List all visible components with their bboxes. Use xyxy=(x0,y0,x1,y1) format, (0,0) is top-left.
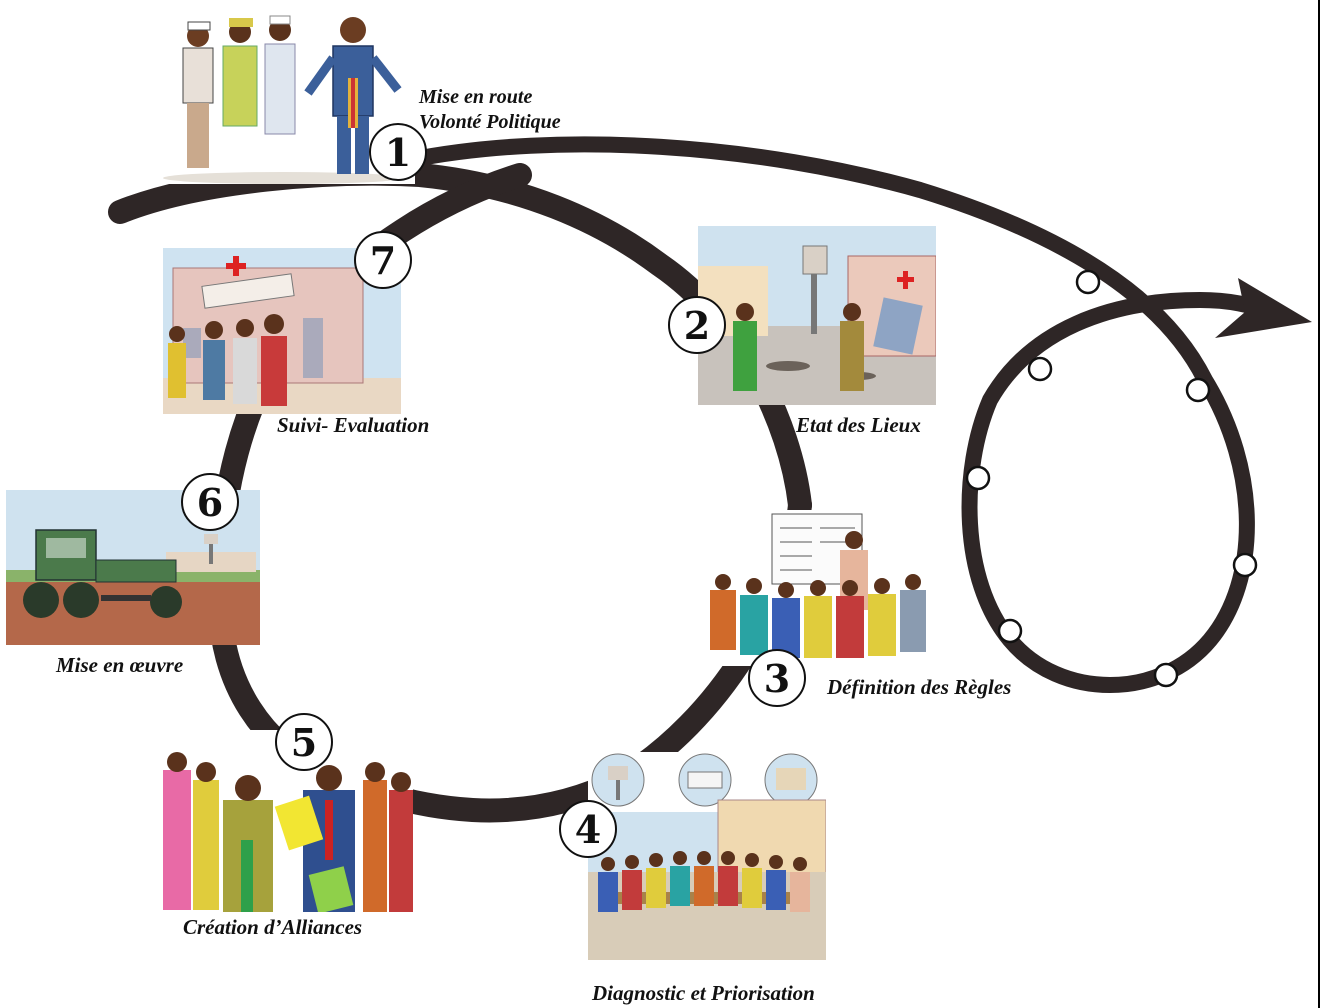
loop-marker xyxy=(1185,377,1211,403)
step-label-5: Création d’Alliances xyxy=(183,915,363,939)
loop-marker xyxy=(997,618,1023,644)
step-number-2: 2 xyxy=(668,296,726,354)
step-label-7: Suivi- Evaluation xyxy=(277,413,430,437)
loop-marker xyxy=(1075,269,1101,295)
step-label-3: Définition des Règles xyxy=(827,675,1012,699)
step-number-7: 7 xyxy=(354,231,412,289)
loop-marker xyxy=(965,465,991,491)
rules-meeting-illustration xyxy=(700,510,936,666)
loop-marker xyxy=(1153,662,1179,688)
page-border xyxy=(1318,0,1320,1008)
step-label-1-line1: Mise en route xyxy=(419,86,533,108)
step-number-1: 1 xyxy=(369,123,427,181)
step-label-4: Diagnostic et Priorisation xyxy=(592,981,815,1005)
step-label-1-line2: Volonté Politique xyxy=(419,111,561,133)
loop-marker xyxy=(1232,552,1258,578)
site-inspection-illustration xyxy=(698,226,936,405)
loop-marker xyxy=(1027,356,1053,382)
step-number-3: 3 xyxy=(748,649,806,707)
hospital-visit-illustration xyxy=(163,248,401,414)
step-number-6: 6 xyxy=(181,473,239,531)
step-number-4: 4 xyxy=(559,800,617,858)
step-number-5: 5 xyxy=(275,713,333,771)
step-label-6: Mise en œuvre xyxy=(56,653,184,677)
political-will-parade-illustration xyxy=(163,8,415,184)
community-diagnosis-illustration xyxy=(588,752,826,960)
step-label-2: Etat des Lieux xyxy=(796,413,921,437)
